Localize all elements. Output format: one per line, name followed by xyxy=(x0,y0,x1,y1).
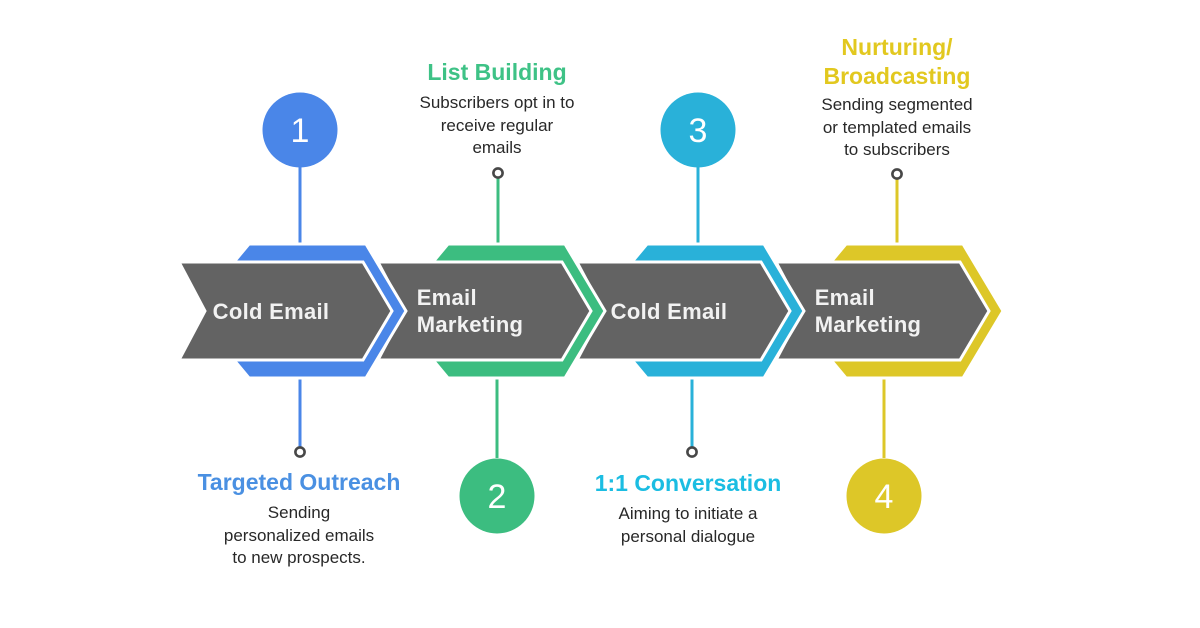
step-number-1: 1 xyxy=(291,112,310,150)
step-number-3: 3 xyxy=(689,112,708,150)
arrow-shape-3 xyxy=(574,260,792,362)
flow-step-1-shapes xyxy=(176,242,408,380)
flow-step-4-shapes xyxy=(773,242,1005,380)
connector-dot-2 xyxy=(492,167,504,179)
step-number-badge-3 xyxy=(660,92,736,168)
connector-dot-3 xyxy=(686,446,698,458)
step-number-badge-4 xyxy=(846,458,922,534)
flow-step-3-shapes xyxy=(574,242,806,380)
step-number-2: 2 xyxy=(488,478,507,516)
step-number-badges: 1 2 3 4 xyxy=(262,92,922,534)
connector-lines xyxy=(298,167,899,458)
step-number-badge-2 xyxy=(459,458,535,534)
connector-dots xyxy=(294,167,903,458)
step-number-badge-1 xyxy=(262,92,338,168)
connector-dot-1 xyxy=(294,446,306,458)
arrow-shape-1 xyxy=(176,260,394,362)
arrow-shape-2 xyxy=(375,260,593,362)
arrow-shape-4 xyxy=(773,260,991,362)
flow-step-2-shapes xyxy=(375,242,607,380)
connector-dot-4 xyxy=(891,168,903,180)
step-number-4: 4 xyxy=(875,478,894,516)
